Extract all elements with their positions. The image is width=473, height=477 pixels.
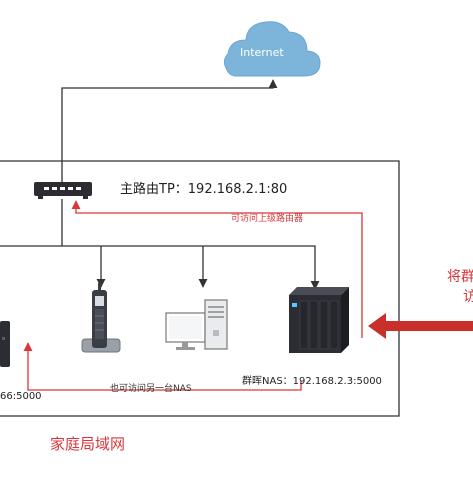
cordless-phone-icon (81, 283, 121, 353)
left-nas-icon (0, 321, 10, 367)
arrow-access-other-nas (23, 342, 302, 391)
incoming-access-arrow (368, 313, 473, 339)
lan-label: 家庭局域网 (50, 435, 126, 453)
left-device-label: 66:5000 (0, 391, 42, 402)
lan-bus-line (0, 245, 320, 290)
synology-nas-icon (289, 287, 349, 353)
nas-label: 群晖NAS：192.168.2.3:5000 (242, 376, 382, 387)
desktop-pc-icon (165, 299, 228, 350)
arrow-access-upper-router (71, 200, 363, 338)
router-icon (34, 182, 92, 199)
access-upper-label: 可访问上级路由器 (231, 214, 304, 224)
access-other-label: 也可访问另一台NAS (110, 384, 192, 394)
uplink-line (61, 79, 278, 182)
internet-label: Internet (240, 46, 284, 59)
lan-boundary (0, 160, 400, 417)
right-note-line2: 访 (463, 289, 473, 305)
router-label: 主路由TP：192.168.2.1:80 (120, 182, 288, 197)
right-note-line1: 将群 (447, 269, 473, 285)
internet-cloud-icon (223, 21, 321, 77)
